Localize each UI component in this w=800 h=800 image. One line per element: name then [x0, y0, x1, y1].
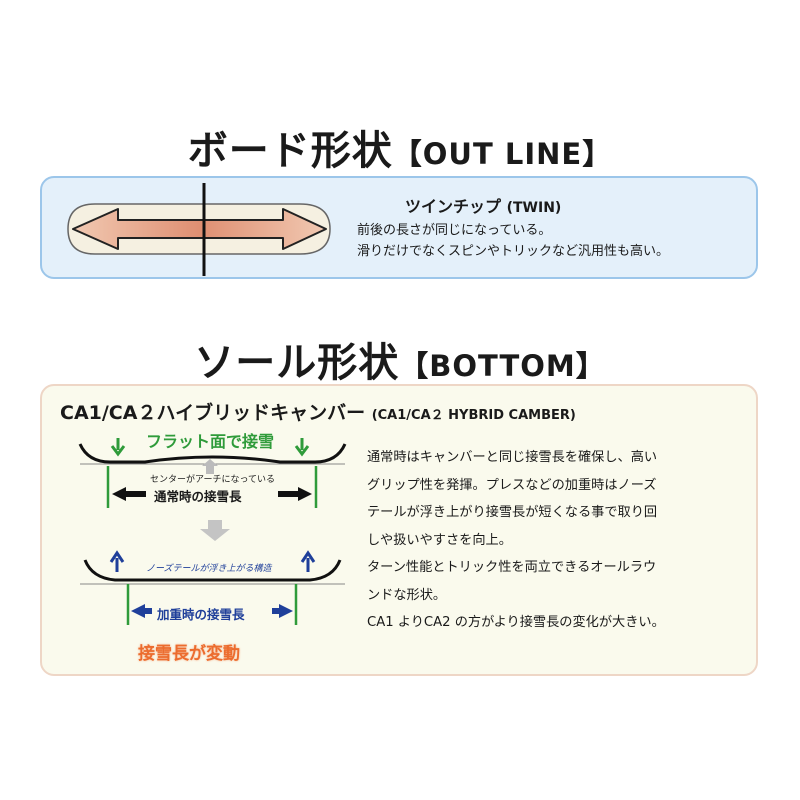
hybrid-desc-line: 通常時はキャンバーと同じ接雪長を確保し、高い [367, 450, 658, 465]
outline-heading-text: ボード形状 [187, 128, 393, 174]
normal-contact-arrow-left [112, 487, 146, 501]
loaded-contact-label: 加重時の接雪長 [157, 607, 245, 622]
twin-name-en: (TWIN) [506, 200, 562, 216]
center-arch-label: センターがアーチになっている [150, 475, 276, 485]
loaded-contact-arrow-right [272, 604, 293, 618]
green-down-arrow-right [294, 438, 310, 457]
outline-heading-en: 【OUT LINE】 [392, 137, 613, 171]
hybrid-desc-line: テールが浮き上がり接雪長が短くなる事で取り回 [367, 505, 658, 520]
board-profile-loaded [83, 559, 342, 582]
sole-heading-text: ソール形状 [194, 340, 400, 386]
twin-title: ツインチップ (TWIN) [405, 193, 561, 217]
hybrid-description: 通常時はキャンバーと同じ接雪長を確保し、高い グリップ性を発揮。プレスなどの加重… [367, 444, 665, 637]
twin-double-arrow [72, 208, 327, 250]
blue-up-arrow-right [300, 550, 316, 572]
sole-heading-en: 【BOTTOM】 [399, 349, 606, 383]
flat-contact-label: フラット面で接雪 [145, 432, 274, 451]
outline-heading: ボード形状【OUT LINE】 [0, 118, 800, 176]
twin-desc-line: 前後の長さが同じになっている。 [357, 223, 552, 238]
twin-description: 前後の長さが同じになっている。 滑りだけでなくスピンやトリックなど汎用性も高い。 [357, 220, 669, 262]
loaded-contact-arrow-left [131, 604, 152, 618]
twin-desc-line: 滑りだけでなくスピンやトリックなど汎用性も高い。 [357, 244, 670, 259]
hybrid-name: CA1/CA２ハイブリッドキャンバー [60, 402, 366, 424]
hybrid-desc-line: ターン性能とトリック性を両立できるオールラウ [367, 560, 657, 575]
hybrid-desc-line: CA1 よりCA2 の方がより接雪長の変化が大きい。 [367, 615, 665, 630]
hybrid-desc-line: グリップ性を発揮。プレスなどの加重時はノーズ [367, 477, 657, 493]
nose-tail-label: ノーズテールが浮き上がる構造 [146, 564, 272, 574]
center-arch-arrow [202, 459, 218, 474]
sole-heading: ソール形状【BOTTOM】 [0, 330, 800, 388]
hybrid-name-en: (CA1/CA２ HYBRID CAMBER) [371, 408, 576, 423]
contact-change-label: 接雪長が変動 [138, 644, 240, 664]
transition-down-arrow [200, 520, 230, 541]
hybrid-title: CA1/CA２ハイブリッドキャンバー (CA1/CA２ HYBRID CAMBE… [60, 398, 576, 425]
normal-contact-arrow-right [278, 487, 312, 501]
normal-contact-label: 通常時の接雪長 [154, 489, 242, 504]
hybrid-desc-line: ンドな形状。 [367, 587, 447, 603]
twin-name: ツインチップ [405, 197, 502, 216]
sole-panel [40, 384, 758, 676]
board-profile-normal [78, 443, 347, 464]
green-down-arrow-left [110, 438, 126, 457]
blue-up-arrow-left [109, 550, 125, 572]
hybrid-desc-line: しや扱いやすさを向上。 [367, 532, 512, 548]
